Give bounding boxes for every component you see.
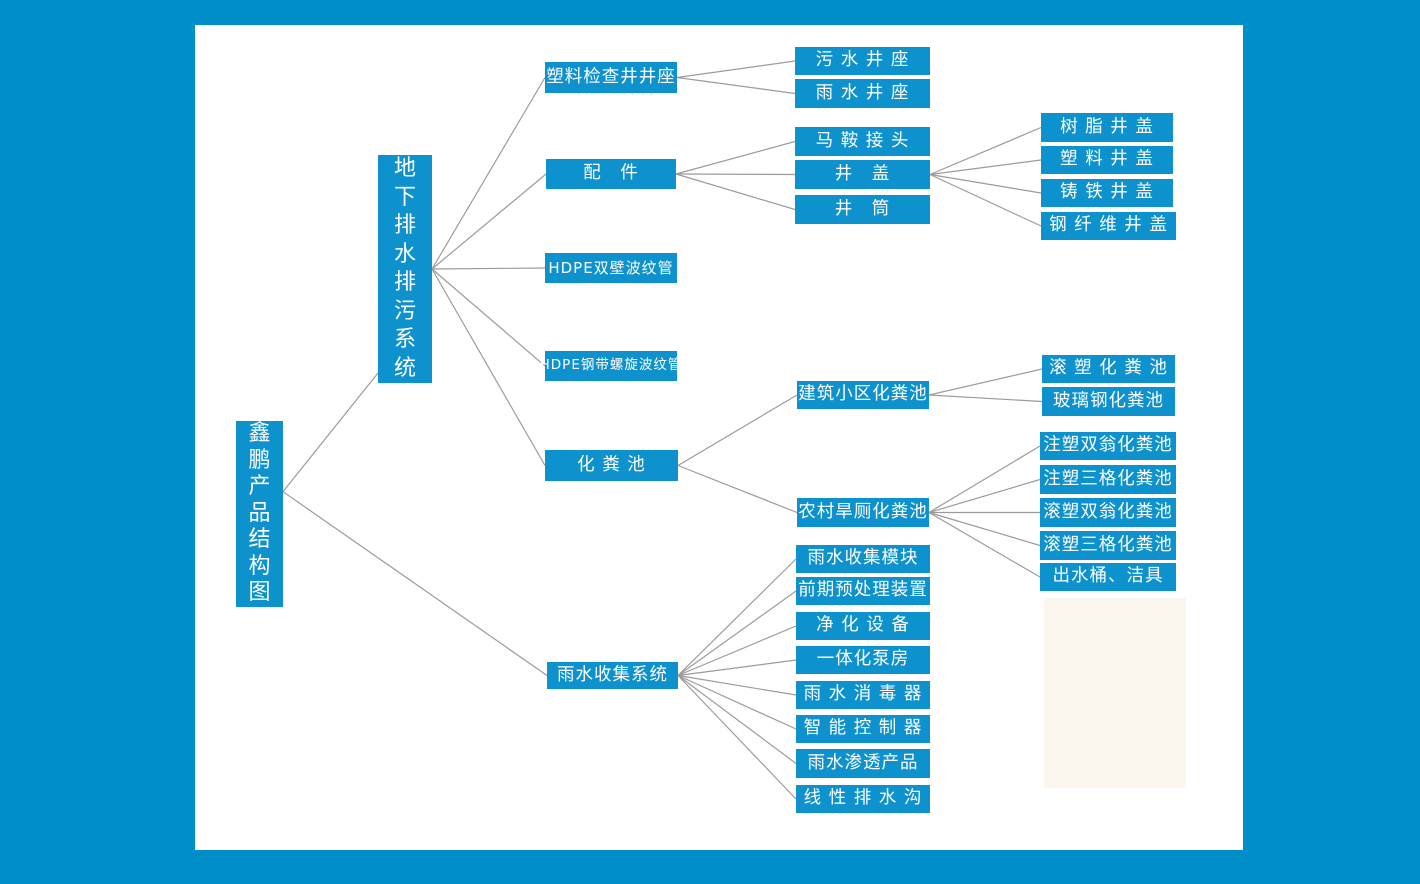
diagram-node-xianxing: 线 性 排 水 沟 [796,785,930,813]
diagram-node-bolig: 玻璃钢化粪池 [1042,387,1175,416]
diagram-node-xiaodu: 雨 水 消 毒 器 [796,681,930,709]
diagram-node-shentou: 雨水渗透产品 [796,749,930,778]
diagram-node-zhineng: 智 能 控 制 器 [796,715,930,743]
diagram-node-peijian: 配 件 [546,159,676,189]
diagram-node-zs2: 注塑双翁化粪池 [1040,432,1176,460]
diagram-node-nongcun: 农村旱厕化粪池 [797,498,929,527]
diagram-node-hdpe1: HDPE双壁波纹管 [545,253,677,283]
diagram-node-chushui: 出水桶、洁具 [1040,563,1176,591]
diagram-node-hdpe2: HDPE钢带螺旋波纹管 [540,351,681,381]
diagram-node-zhutie: 铸 铁 井 盖 [1041,179,1173,207]
diagram-node-jinggai: 井 盖 [795,160,930,189]
diagram-node-shuzhi: 树 脂 井 盖 [1041,113,1173,142]
diagram-node-gunsu: 滚 塑 化 粪 池 [1042,355,1175,383]
diagram-node-jingtong: 井 筒 [795,195,930,224]
diagram-node-jianzhu: 建筑小区化粪池 [797,381,929,409]
diagram-node-gangxw: 钢 纤 维 井 盖 [1041,212,1176,240]
diagram-node-zs3: 注塑三格化粪池 [1040,465,1176,494]
diagram-node-jinghua: 净 化 设 备 [796,612,930,640]
diagram-node-mokuai: 雨水收集模块 [796,545,930,573]
diagram-node-yushui: 雨 水 井 座 [795,79,930,108]
diagram-node-rain: 雨水收集系统 [547,662,678,689]
diagram-node-root: 鑫 鹏 产 品 结 构 图 [236,421,283,607]
diagram-node-sugai: 塑 料 井 盖 [1041,146,1173,174]
diagram-node-wushui: 污 水 井 座 [795,47,930,75]
diagram-node-huafen: 化 粪 池 [545,450,678,481]
diagram-node-yitihua: 一体化泵房 [796,646,930,674]
diagram-node-sujian: 塑料检查井井座 [545,62,677,93]
diagram-node-maan: 马 鞍 接 头 [795,127,930,156]
diagram-node-gs2: 滚塑双翁化粪池 [1040,498,1176,527]
diagram-node-gs3: 滚塑三格化粪池 [1040,531,1176,560]
diagram-node-underground: 地 下 排 水 排 污 系 统 [378,155,432,383]
diagram-node-qianqi: 前期预处理装置 [796,577,930,605]
